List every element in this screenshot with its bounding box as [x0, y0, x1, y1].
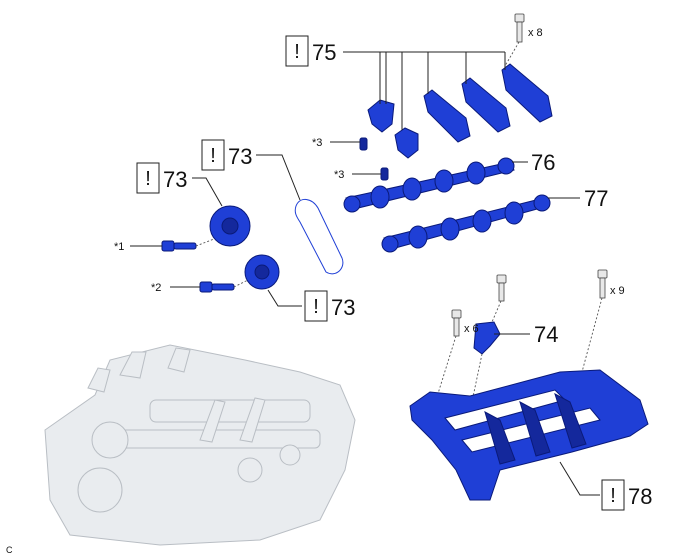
label-bolt-x9: x 9 [610, 285, 625, 297]
callout-75: ! 75 [285, 35, 336, 67]
bracket-74 [473, 321, 501, 355]
svg-text:75: 75 [312, 40, 336, 65]
bolt-star1 [161, 240, 197, 252]
bolt-middle [496, 274, 507, 302]
callout-73-upper-sprocket: ! 73 [136, 162, 187, 194]
svg-text:77: 77 [584, 186, 608, 211]
svg-text:73: 73 [331, 295, 355, 320]
callout-73-lower-sprocket: ! 73 [304, 290, 355, 322]
label-bolt-x8: x 8 [528, 27, 543, 39]
bolt-star3-upper [359, 137, 368, 151]
bolt-x9 [597, 269, 608, 299]
camshaft-76 [343, 157, 515, 213]
engine-block-thumbnail [44, 344, 356, 546]
callout-77: 77 [584, 186, 608, 211]
camshaft-housing-78 [409, 369, 649, 501]
corner-code: C [6, 545, 13, 555]
bolt-x8 [514, 13, 525, 43]
sprocket-upper [209, 205, 251, 247]
callout-78: ! 78 [601, 479, 652, 511]
callout-73-chain: ! 73 [201, 139, 252, 171]
camshaft-bearing-caps [367, 63, 553, 159]
callout-74: 74 [534, 322, 558, 347]
svg-text:78: 78 [628, 484, 652, 509]
label-star3-upper: *3 [312, 137, 322, 149]
timing-chain [294, 199, 344, 275]
svg-text:74: 74 [534, 322, 558, 347]
svg-text:!: ! [610, 485, 616, 507]
sprocket-lower [244, 254, 280, 290]
label-star3-lower: *3 [334, 169, 344, 181]
svg-text:!: ! [210, 145, 216, 167]
camshaft-77 [381, 194, 551, 253]
svg-text:73: 73 [228, 144, 252, 169]
bolt-star2 [199, 281, 235, 293]
svg-text:73: 73 [163, 167, 187, 192]
label-bolt-x6: x 6 [464, 323, 479, 335]
label-star1: *1 [114, 241, 124, 253]
svg-text:!: ! [313, 296, 319, 318]
svg-text:!: ! [294, 41, 300, 63]
bolt-x6 [451, 309, 462, 337]
svg-text:!: ! [145, 168, 151, 190]
leader-lines [130, 51, 600, 496]
svg-text:76: 76 [531, 150, 555, 175]
label-star2: *2 [151, 282, 161, 294]
callout-76: 76 [531, 150, 555, 175]
bolt-star3-lower [380, 167, 389, 181]
